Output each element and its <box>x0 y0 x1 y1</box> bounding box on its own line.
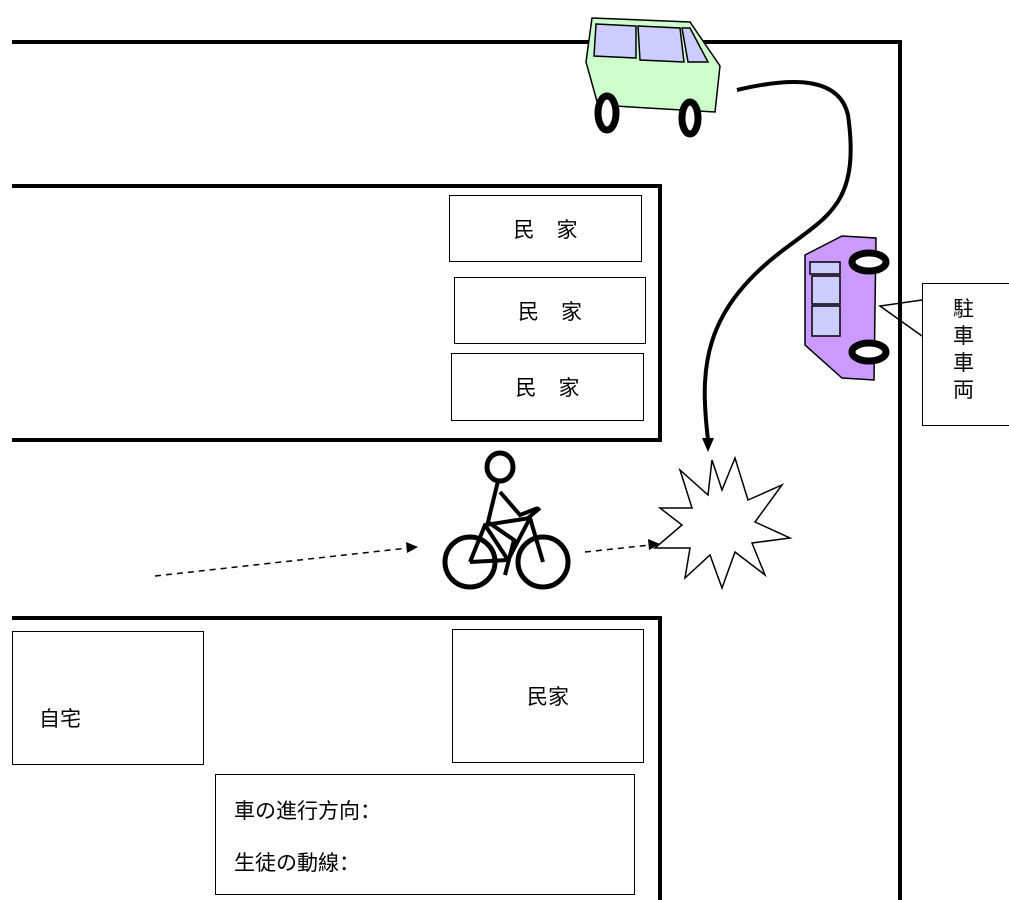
student-path-arrowhead-1 <box>406 542 418 553</box>
house-top-2: 民家 <box>454 277 646 344</box>
parked-vehicle-callout: 駐車車両 <box>922 283 1009 426</box>
moving-car-path-arrowhead <box>702 438 714 452</box>
purple-parked-car-icon <box>804 235 890 381</box>
road-edges <box>12 40 902 900</box>
house-top-1-label: 民家 <box>513 217 600 242</box>
parked-vehicle-label: 駐車車両 <box>953 297 974 402</box>
legend-student-path: 生徒の動線： <box>234 851 360 875</box>
house-top-1: 民家 <box>449 195 642 262</box>
student-path <box>154 544 651 577</box>
cyclist-icon <box>442 450 571 590</box>
legend-car-direction: 車の進行方向： <box>234 799 381 823</box>
house-bottom-right: 民家 <box>452 629 644 763</box>
road-edge-top <box>12 40 902 900</box>
student-path-arrowhead-2 <box>648 539 660 550</box>
home: 自宅 <box>12 631 204 765</box>
green-car-icon <box>585 17 721 138</box>
road-edge-lower-block <box>12 616 662 900</box>
house-top-3-label: 民家 <box>515 376 602 400</box>
house-top-3: 民家 <box>451 353 644 421</box>
legend: 車の進行方向： 生徒の動線： <box>215 774 635 895</box>
moving-car-path <box>702 80 853 441</box>
house-top-2-label: 民家 <box>518 299 604 324</box>
house-bottom-right-label: 民家 <box>527 685 569 709</box>
home-label: 自宅 <box>39 707 81 731</box>
road-edge-upper-block <box>12 184 662 442</box>
collision-burst-icon <box>652 455 793 591</box>
callout-pointer <box>878 299 923 337</box>
